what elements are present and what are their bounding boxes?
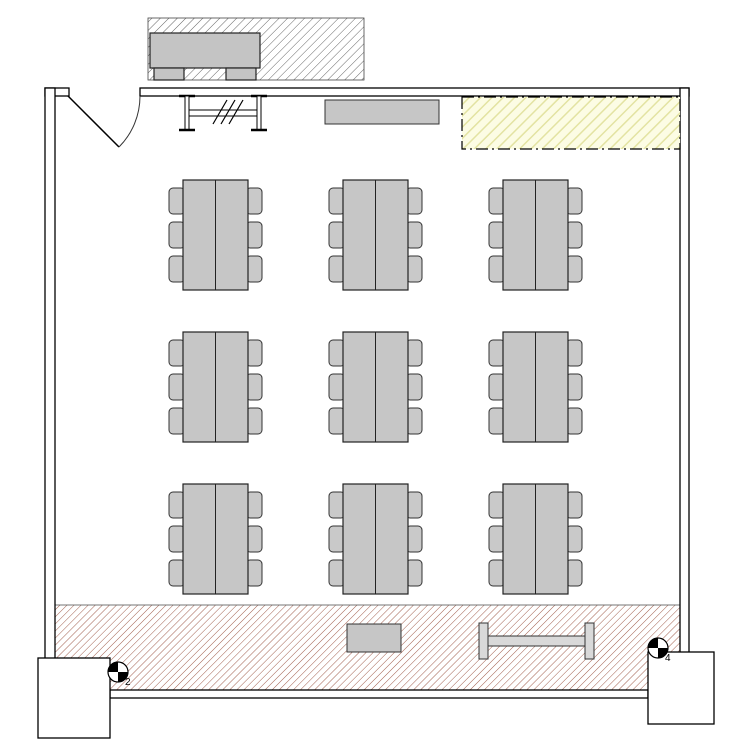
bottom-wall [109,689,649,699]
counter-top [149,32,261,69]
survey-marker: 4 [647,637,671,664]
marker-quadrant-top-left [108,662,118,672]
bench-end-right [584,622,595,660]
left-wall [44,87,56,661]
dining-table-group [488,331,583,443]
dining-table-group [168,331,263,443]
counter-unit [149,32,261,81]
top-wall [139,87,690,97]
rack-tick-3 [228,99,244,125]
bottom-bench [478,622,595,660]
rack-post-left [184,95,190,131]
dining-table-group [168,179,263,291]
bench-rail [487,635,586,647]
rack-post-right [256,95,262,131]
dining-table-group [488,483,583,595]
coat-rack [179,94,267,132]
marker-quadrant-top-left [648,638,658,648]
cabinet-box [346,623,402,653]
counter-foot-left [153,67,185,81]
dining-table-group [328,483,423,595]
marker-quadrant-bottom-right [118,672,128,682]
survey-marker: 2 [107,661,131,688]
dining-table-group [328,331,423,443]
marker-quadrant-bottom-right [658,648,668,658]
marker-label: 2 [125,677,131,688]
counter-foot-right [225,67,257,81]
rack-tick-1 [212,99,228,125]
dining-table-group [328,179,423,291]
foundation-block-left [37,657,111,739]
yellow-marked-zone [461,96,681,150]
door-leaf [67,95,120,148]
door [67,95,141,148]
wall-sideboard [324,99,440,125]
bench-end-left [478,622,489,660]
door-swing-arc [118,95,141,148]
marker-label: 4 [665,653,671,664]
dining-table-group [168,483,263,595]
tables-layer [168,179,583,595]
dining-table-group [488,179,583,291]
foundation-block-right [647,651,715,725]
rack-tick-2 [220,99,236,125]
markers-layer: 24 [107,637,671,688]
right-wall [679,87,690,655]
